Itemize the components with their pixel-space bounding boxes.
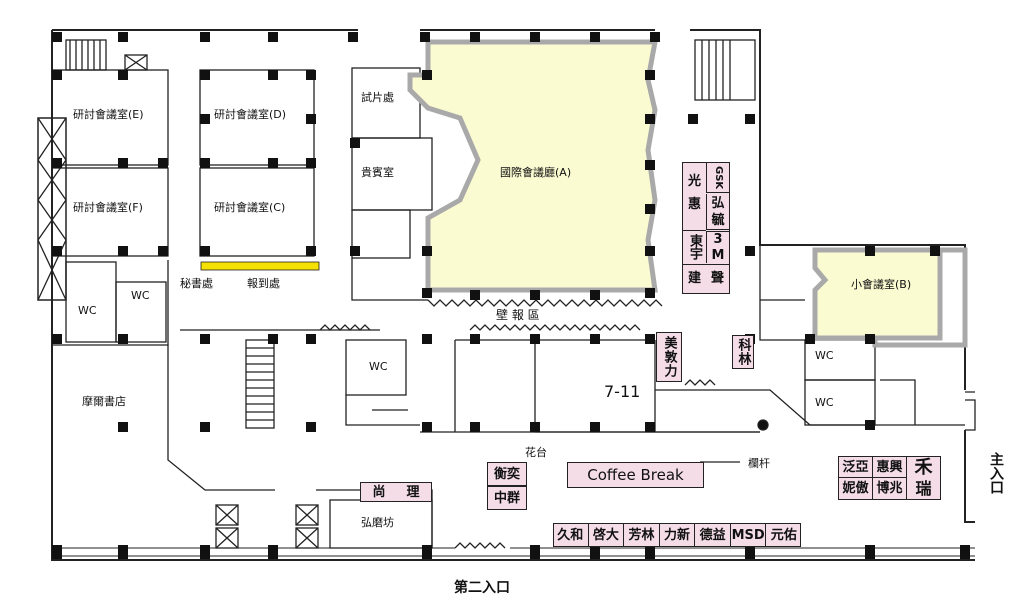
second-entrance-label: 第二入口 xyxy=(454,580,510,596)
booth-heirui-top: 禾 xyxy=(914,456,933,478)
booth-fanya: 泛亞 xyxy=(839,457,873,478)
seminar-room-f-label: 研討會議室(F) xyxy=(73,201,143,214)
booth-3m-bottom: M xyxy=(706,247,729,263)
booth-kelin: 科林 xyxy=(732,335,754,369)
hongmo-label: 弘磨坊 xyxy=(361,516,394,529)
booth-bottom-6: 元佑 xyxy=(765,523,801,547)
small-hall-shape xyxy=(812,247,943,341)
wc-label: WC xyxy=(131,289,150,302)
booth-shangli-right: 理 xyxy=(406,484,420,500)
vip-room-label: 貴賓室 xyxy=(361,166,394,179)
railing-line xyxy=(535,431,760,463)
poster-area-label: 壁 報 區 xyxy=(496,308,540,322)
booth-jiansheng-right: 聲 xyxy=(706,264,729,292)
wc-label: WC xyxy=(815,396,834,409)
pillar-dot xyxy=(757,419,769,431)
booth-3m-top: 3 xyxy=(706,231,729,247)
railing-label: 欄杆 xyxy=(748,457,770,470)
booth-dongyu: 東宇 xyxy=(683,230,706,263)
seminar-room-c-label: 研討會議室(C) xyxy=(214,201,286,214)
booth-guanghui-top: 光 xyxy=(687,173,701,189)
booth-zhongqun: 中群 xyxy=(487,486,527,510)
flower-stand-label: 花台 xyxy=(525,446,547,459)
booth-bozhao: 博兆 xyxy=(873,478,907,499)
convenience-store-label: 7-11 xyxy=(604,382,641,401)
wc-label: WC xyxy=(815,349,834,362)
booth-bottom-2: 芳林 xyxy=(623,523,659,547)
bookstore-label: 摩爾書店 xyxy=(82,395,126,408)
booth-bottom-1: 啓大 xyxy=(587,523,624,547)
booth-bottom-5: MSD xyxy=(729,523,766,547)
booth-shangli xyxy=(360,482,432,502)
wc-label: WC xyxy=(78,304,97,317)
secretariat-label: 秘書處 xyxy=(180,277,213,290)
booth-bottom-4: 德益 xyxy=(694,523,730,547)
booth-row-bottom xyxy=(553,523,801,547)
registration-label: 報到處 xyxy=(247,277,280,290)
booth-heirui-bottom: 瑞 xyxy=(915,478,932,498)
intl-hall-label: 國際會議廳(A) xyxy=(500,166,572,179)
coffee-break-booth: Coffee Break xyxy=(567,462,704,488)
booth-hengyi: 衡奕 xyxy=(487,462,527,486)
booth-meidunli: 美敦力 xyxy=(656,332,682,382)
booth-gsk: GSK xyxy=(706,163,729,193)
booth-shangli-left: 尚 xyxy=(372,484,386,500)
main-entrance-label: 主入口 xyxy=(988,452,1004,494)
booth-guanghui-bottom: 惠 xyxy=(687,196,701,212)
registration-counter xyxy=(200,261,320,271)
small-hall-label: 小會議室(B) xyxy=(851,278,912,291)
wc-label: WC xyxy=(369,360,388,373)
booth-niao: 妮傲 xyxy=(839,478,873,499)
booth-jiansheng-left: 建 xyxy=(683,264,706,292)
preview-room-label: 試片處 xyxy=(361,91,394,104)
booth-honghang-bottom: 毓 xyxy=(706,212,729,230)
poster-wall xyxy=(427,299,663,307)
booth-huixing: 惠興 xyxy=(873,457,907,478)
booth-bottom-0: 久和 xyxy=(557,527,584,543)
booth-cluster-right xyxy=(838,456,941,500)
seminar-room-e-label: 研討會議室(E) xyxy=(73,108,144,121)
booth-bottom-3: 力新 xyxy=(658,523,695,547)
booth-honghang-top: 弘 xyxy=(706,194,729,212)
seminar-room-d-label: 研討會議室(D) xyxy=(214,108,287,121)
